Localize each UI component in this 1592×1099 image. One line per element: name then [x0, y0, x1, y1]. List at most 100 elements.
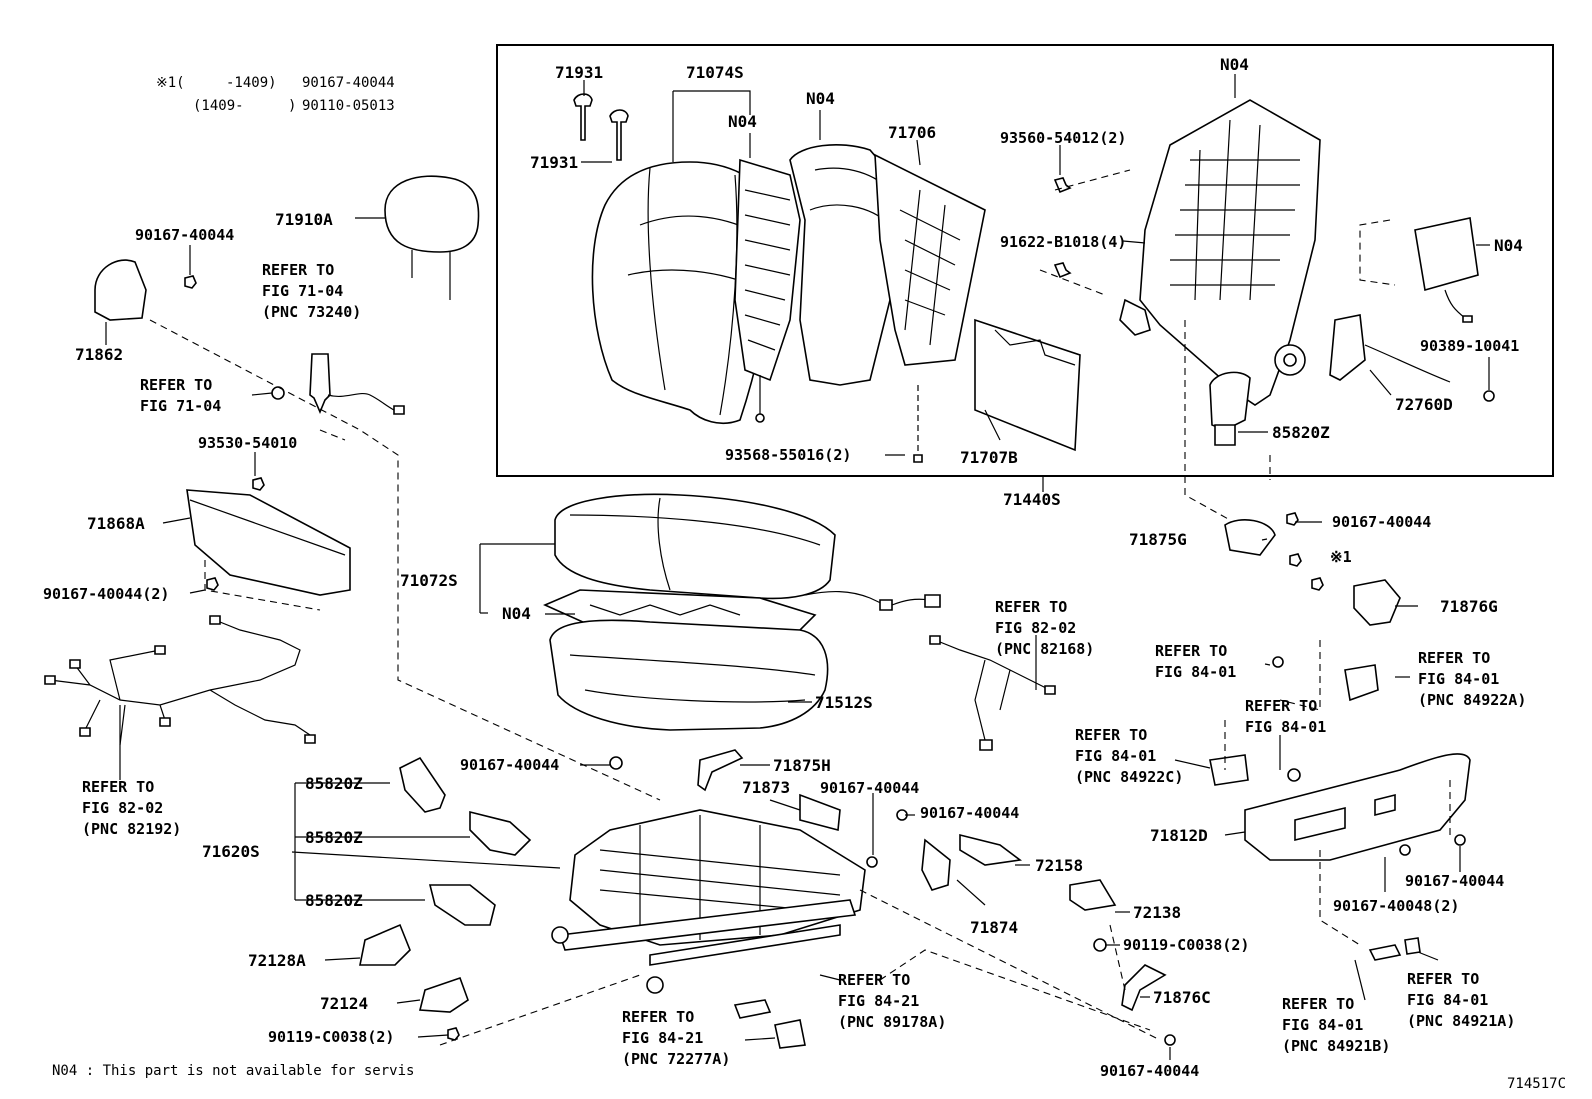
guide-pins — [573, 93, 629, 161]
label-x1: ※1 — [1330, 548, 1352, 566]
headrest — [384, 175, 480, 300]
refer-line: REFER TO — [1245, 697, 1317, 715]
label-71868a: 71868A — [87, 514, 145, 533]
note-line2-range: (1409- — [193, 98, 244, 114]
note-line1-prefix: ※1( — [156, 75, 185, 91]
label-71862: 71862 — [75, 345, 123, 364]
headrest-bolt — [184, 275, 197, 289]
label-72138: 72138 — [1133, 903, 1181, 922]
side-airbag-module — [1414, 217, 1479, 323]
label-n04-frame: N04 — [1220, 55, 1249, 74]
note-line1-range: -1409) — [226, 75, 277, 91]
recliner-covers — [1224, 512, 1401, 626]
refer-line: (PNC 89178A) — [838, 1013, 946, 1031]
refer-line: (PNC 84921A) — [1407, 1012, 1515, 1030]
refer-84921a: REFER TO FIG 84-01 (PNC 84921A) — [1407, 970, 1515, 1030]
label-71931-lower: 71931 — [530, 153, 578, 172]
seat-cushion-cover — [554, 493, 836, 600]
refer-line: FIG 84-01 — [1407, 991, 1488, 1009]
refer-72277a: REFER TO FIG 84-21 (PNC 72277A) — [622, 1008, 730, 1068]
refer-line: (PNC 84922C) — [1075, 768, 1183, 786]
refer-line: REFER TO — [82, 778, 154, 796]
label-71931-upper: 71931 — [555, 63, 603, 82]
refer-cushion-harness: REFER TO FIG 82-02 (PNC 82168) — [995, 598, 1094, 658]
refer-line: FIG 84-01 — [1075, 747, 1156, 765]
seatback-pad-wire — [734, 158, 801, 423]
refer-line: (PNC 72277A) — [622, 1050, 730, 1068]
label-90119-right: 90119-C0038(2) — [1123, 936, 1249, 954]
refer-line: FIG 84-01 — [1155, 663, 1236, 681]
refer-line: (PNC 82192) — [82, 820, 181, 838]
part-labels: 71931 71074S N04 N04 71931 71706 93560-5… — [43, 55, 1523, 1080]
seatback-frame — [1119, 99, 1321, 406]
refer-line: (PNC 84921B) — [1282, 1037, 1390, 1055]
label-71512s: 71512S — [815, 693, 873, 712]
label-71873: 71873 — [742, 778, 790, 797]
seat-adjuster-frame — [551, 809, 866, 994]
seat-switches — [1209, 656, 1466, 961]
label-71874: 71874 — [970, 918, 1018, 937]
box-bolts — [1053, 177, 1495, 402]
refer-line: REFER TO — [995, 598, 1067, 616]
refer-line: REFER TO — [1155, 642, 1227, 660]
refer-89178a: REFER TO FIG 84-21 (PNC 89178A) — [838, 971, 946, 1031]
refer-line: REFER TO — [262, 261, 334, 279]
shield-lower-bolt — [206, 577, 219, 591]
cushion-wire-harness — [929, 635, 1056, 751]
label-71875g: 71875G — [1129, 530, 1187, 549]
label-90167-bottom: 90167-40044 — [1100, 1062, 1199, 1080]
refer-switch-c: REFER TO FIG 84-01 (PNC 84922C) — [1075, 726, 1183, 786]
label-90167-c1: 90167-40044 — [820, 779, 919, 797]
refer-line: FIG 71-04 — [262, 282, 343, 300]
refer-buckle: REFER TO FIG 71-04 (PNC 73240) — [262, 261, 361, 321]
refer-line: REFER TO — [1282, 995, 1354, 1013]
recliner-cable — [1329, 314, 1451, 383]
recline-motor — [1209, 371, 1251, 446]
refer-line: REFER TO — [838, 971, 910, 989]
label-71074s: 71074S — [686, 63, 744, 82]
note-line2-part: 90110-05013 — [302, 98, 395, 114]
refer-line: FIG 84-01 — [1245, 718, 1326, 736]
label-71620s: 71620S — [202, 842, 260, 861]
label-71440s: 71440S — [1003, 490, 1061, 509]
footer-note: N04 : This part is not available for ser… — [52, 1063, 414, 1079]
small-brackets — [609, 749, 1176, 1046]
refer-line: REFER TO — [1075, 726, 1147, 744]
refer-line: REFER TO — [140, 376, 212, 394]
refer-line: (PNC 84922A) — [1418, 691, 1526, 709]
seatbelt-buckle — [309, 353, 405, 415]
refer-line: FIG 71-04 — [140, 397, 221, 415]
label-90167-headrest: 90167-40044 — [135, 226, 234, 244]
seat-motors — [399, 756, 532, 926]
refer-switch-a: REFER TO FIG 84-01 (PNC 84922A) — [1418, 649, 1526, 709]
label-93530: 93530-54010 — [198, 434, 297, 452]
track-covers — [359, 923, 469, 1041]
label-n04-pad: N04 — [806, 89, 835, 108]
refer-line: (PNC 73240) — [262, 303, 361, 321]
refer-labels: REFER TO FIG 71-04 (PNC 73240) REFER TO … — [82, 261, 1526, 1068]
label-n04-airbag: N04 — [1494, 236, 1523, 255]
label-72158: 72158 — [1035, 856, 1083, 875]
diagram-code: 714517C — [1507, 1076, 1566, 1092]
label-n04-cover: N04 — [728, 112, 757, 131]
label-85820z-2: 85820Z — [305, 828, 363, 847]
headrest-support-cover — [94, 259, 147, 321]
label-90389: 90389-10041 — [1420, 337, 1519, 355]
label-90167-c2: 90167-40044 — [920, 804, 1019, 822]
label-90167-recliner: 90167-40044 — [1332, 513, 1431, 531]
lumbar-pad — [974, 318, 1081, 452]
label-90119-left: 90119-C0038(2) — [268, 1028, 394, 1046]
label-72128a: 72128A — [248, 951, 306, 970]
label-90167-mid: 90167-40044 — [460, 756, 559, 774]
refer-buckle-nut: REFER TO FIG 71-04 — [140, 376, 221, 415]
label-71876g: 71876G — [1440, 597, 1498, 616]
label-91622: 91622-B1018(4) — [1000, 233, 1126, 251]
label-93560: 93560-54012(2) — [1000, 129, 1126, 147]
seat-side-trim — [1244, 753, 1471, 861]
switch-connectors — [733, 999, 806, 1049]
label-71072s: 71072S — [400, 571, 458, 590]
label-90167-shield: 90167-40044(2) — [43, 585, 169, 603]
label-93568: 93568-55016(2) — [725, 446, 851, 464]
refer-line: FIG 84-01 — [1282, 1016, 1363, 1034]
